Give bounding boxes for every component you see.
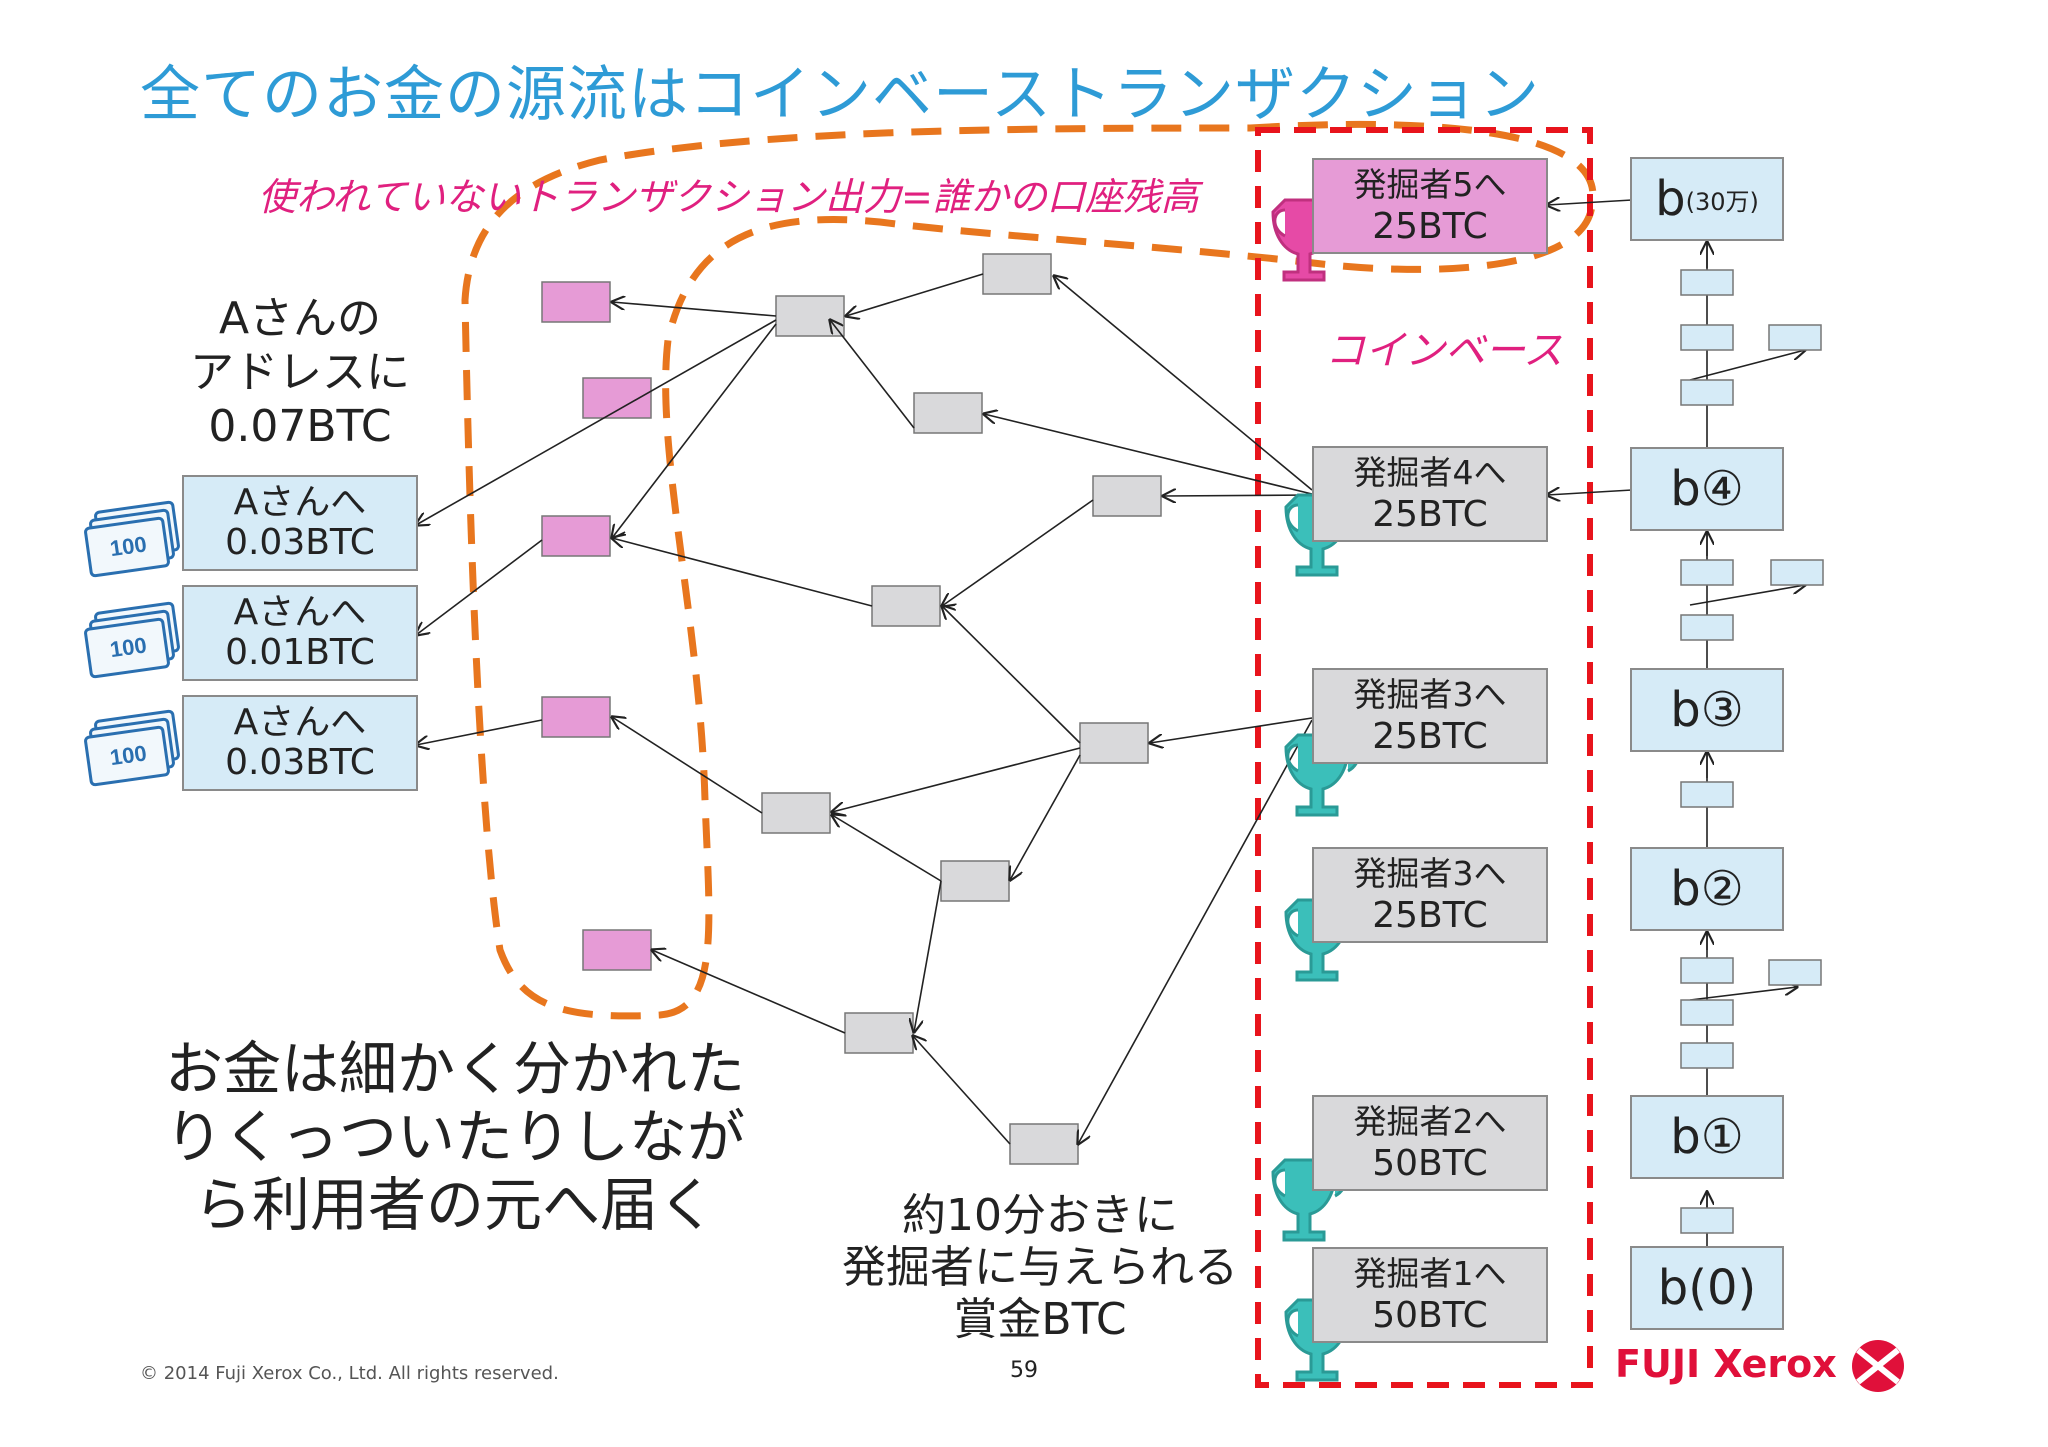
money-stack-icon: [84, 500, 180, 578]
transaction-box: [1009, 1123, 1079, 1165]
block-box: b③: [1630, 668, 1784, 752]
bill-label: 100: [108, 531, 148, 561]
page-number: 59: [1010, 1358, 1038, 1383]
block-box: b(30万): [1630, 157, 1784, 241]
block-box: b(0): [1630, 1246, 1784, 1330]
transaction-box: [871, 585, 941, 627]
money-stack-icon: [84, 709, 180, 787]
block-box: b①: [1630, 1095, 1784, 1179]
unspent-output: [582, 929, 652, 971]
transaction-box: [844, 1012, 914, 1054]
brand-logo: FUJI Xerox: [1615, 1342, 1837, 1386]
blockchain-spine: [1680, 240, 1824, 1248]
transaction-box: [775, 295, 845, 337]
unspent-output: [541, 696, 611, 738]
coinbase-label: コインベース: [1325, 328, 1563, 374]
bill-label: 100: [108, 740, 148, 770]
summary-note: お金は細かく分かれた りくっついたりしなが ら利用者の元へ届く: [164, 1035, 745, 1239]
address-note: Aさんの アドレスに 0.07BTC: [190, 293, 410, 452]
unspent-output: [541, 515, 611, 557]
bill-label: 100: [108, 632, 148, 662]
unspent-label: 使われていないトランザクション出力=誰かの口座残高: [258, 175, 1199, 219]
coinbase-outline: [1255, 127, 1593, 1388]
unspent-outline: [461, 120, 1597, 1020]
money-stack-icon: [84, 601, 180, 679]
unspent-output: [541, 281, 611, 323]
copyright-text: © 2014 Fuji Xerox Co., Ltd. All rights r…: [140, 1363, 559, 1384]
block-arrows: [1547, 200, 1633, 495]
transaction-box: [913, 392, 983, 434]
unspent-output: [582, 377, 652, 419]
transaction-box: [1079, 722, 1149, 764]
transaction-box: [1092, 475, 1162, 517]
block-box: b④: [1630, 447, 1784, 531]
reward-note: 約10分おきに 発掘者に与えられる 賞金BTC: [842, 1190, 1238, 1345]
block-box: b②: [1630, 847, 1784, 931]
transaction-box: [940, 860, 1010, 902]
transaction-box: [982, 253, 1052, 295]
xerox-logo-icon: [1852, 1340, 1904, 1392]
transaction-arrows: [416, 273, 1313, 1144]
page-title: 全てのお金の源流はコインベーストランザクション: [140, 60, 1540, 130]
transaction-box: [761, 792, 831, 834]
